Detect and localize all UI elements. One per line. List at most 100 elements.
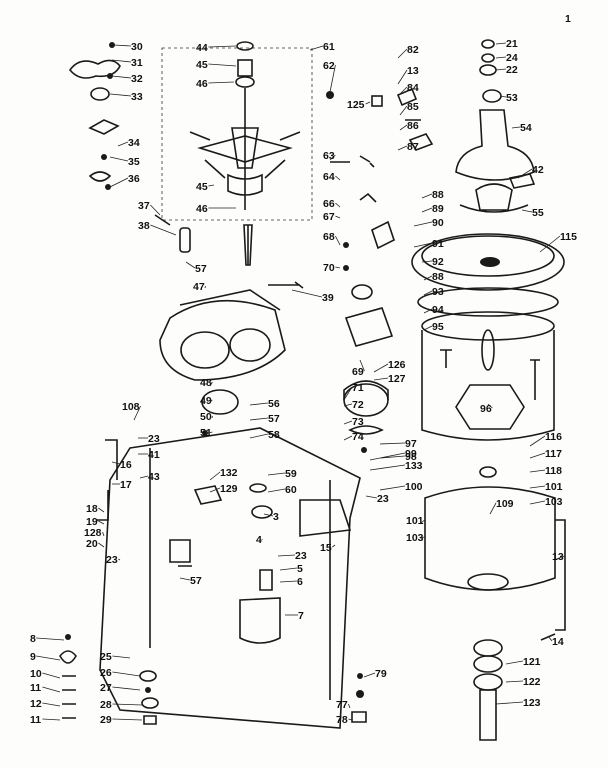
callout-label-123: 123 [523, 697, 541, 709]
callout-leader-line [133, 405, 141, 421]
callout-label-82: 82 [407, 44, 419, 56]
callout-leader-line [499, 95, 507, 98]
callout-label-63: 63 [323, 150, 335, 162]
callout-leader-line [423, 308, 433, 314]
callout-leader-line [109, 93, 132, 97]
callout-label-133: 133 [405, 460, 423, 472]
callout-label-57: 57 [190, 575, 202, 587]
callout-leader-line [109, 177, 129, 188]
callout-leader-line [111, 461, 121, 465]
callout-label-97: 97 [405, 438, 417, 450]
callout-label-11: 11 [30, 714, 41, 726]
callout-label-48: 48 [200, 377, 212, 389]
callout-leader-line [279, 567, 298, 571]
callout-leader-line [249, 417, 269, 421]
callout-label-8: 8 [30, 633, 36, 645]
callout-label-13: 13 [552, 551, 564, 563]
callout-leader-line [203, 431, 213, 435]
callout-leader-line [208, 81, 235, 84]
callout-leader-line [365, 101, 371, 105]
callout-label-57: 57 [195, 263, 207, 275]
callout-leader-line [505, 680, 524, 683]
callout-label-45: 45 [196, 181, 208, 193]
callout-label-73: 73 [352, 416, 364, 428]
callout-label-79: 79 [375, 668, 387, 680]
callout-leader-line [332, 544, 336, 548]
callout-leader-line [329, 64, 336, 93]
callout-leader-line [209, 471, 221, 481]
callout-label-31: 31 [131, 57, 143, 69]
callout-labels: 3031323334353637385747444546454661626364… [30, 38, 577, 726]
callout-label-32: 32 [131, 73, 143, 85]
callout-label-55: 55 [532, 207, 544, 219]
callout-label-95: 95 [432, 321, 444, 333]
callout-label-93: 93 [432, 286, 444, 298]
callout-leader-line [98, 542, 105, 548]
callout-label-5: 5 [297, 563, 303, 575]
callout-leader-line [139, 475, 149, 479]
callout-leader-line [421, 193, 433, 199]
callout-label-77: 77 [336, 699, 348, 711]
callout-label-85: 85 [407, 101, 419, 113]
callout-leader-line [379, 442, 406, 445]
callout-leader-line [329, 154, 336, 161]
callout-leader-line [547, 635, 553, 642]
callout-label-16: 16 [120, 459, 132, 471]
callout-label-25: 25 [100, 651, 112, 663]
callout-leader-line [413, 242, 433, 248]
callout-label-103: 103 [406, 532, 424, 544]
agitator-drive-group [154, 41, 313, 266]
callout-leader-line [343, 420, 353, 425]
callout-label-41: 41 [148, 449, 160, 461]
callout-label-108: 108 [122, 401, 140, 413]
callout-leader-line [112, 655, 131, 659]
callout-leader-line [42, 686, 61, 693]
callout-leader-line [529, 500, 546, 505]
callout-leader-line [489, 502, 497, 515]
callout-leader-line [419, 519, 425, 525]
callout-leader-line [291, 289, 323, 298]
callout-leader-line [335, 175, 341, 181]
callout-label-45: 45 [196, 59, 208, 71]
callout-leader-line [423, 325, 433, 331]
callout-label-86: 86 [407, 120, 419, 132]
callout-label-24: 24 [506, 52, 518, 64]
callout-label-54: 54 [520, 122, 532, 134]
callout-leader-line [111, 59, 132, 63]
callout-label-56: 56 [268, 398, 280, 410]
callout-label-74: 74 [352, 431, 364, 443]
callout-label-49: 49 [200, 395, 212, 407]
callout-label-88: 88 [432, 189, 444, 201]
callout-leader-line [209, 381, 213, 387]
callout-label-42: 42 [532, 164, 544, 176]
callout-label-115: 115 [560, 231, 577, 243]
callout-leader-line [379, 455, 406, 459]
callout-leader-line [343, 435, 353, 441]
callout-label-15: 15 [320, 542, 332, 554]
callout-label-71: 71 [352, 382, 364, 394]
callout-leader-line [150, 204, 161, 216]
callout-label-23: 23 [295, 550, 307, 562]
callout-label-22: 22 [506, 64, 518, 76]
callout-label-23: 23 [106, 554, 118, 566]
callout-label-103: 103 [545, 496, 563, 508]
callout-leader-line [521, 209, 533, 213]
callout-leader-line [399, 124, 408, 131]
callout-leader-line [117, 141, 129, 147]
callout-leader-line [109, 156, 129, 162]
callout-leader-line [111, 75, 132, 79]
callout-label-67: 67 [323, 211, 335, 223]
callout-label-88: 88 [432, 271, 444, 283]
callout-label-27: 27 [100, 682, 112, 694]
callout-leader-line [277, 554, 296, 557]
callout-label-7: 7 [298, 610, 304, 622]
corner-mark: 1 [565, 13, 571, 25]
callout-label-64: 64 [323, 171, 335, 183]
callout-leader-line [208, 63, 237, 67]
callout-label-17: 17 [120, 479, 132, 491]
transmission-group [159, 281, 304, 436]
callout-leader-line [263, 513, 274, 517]
callout-label-96: 96 [480, 403, 492, 415]
callout-label-26: 26 [100, 667, 112, 679]
callout-label-101: 101 [406, 515, 424, 527]
